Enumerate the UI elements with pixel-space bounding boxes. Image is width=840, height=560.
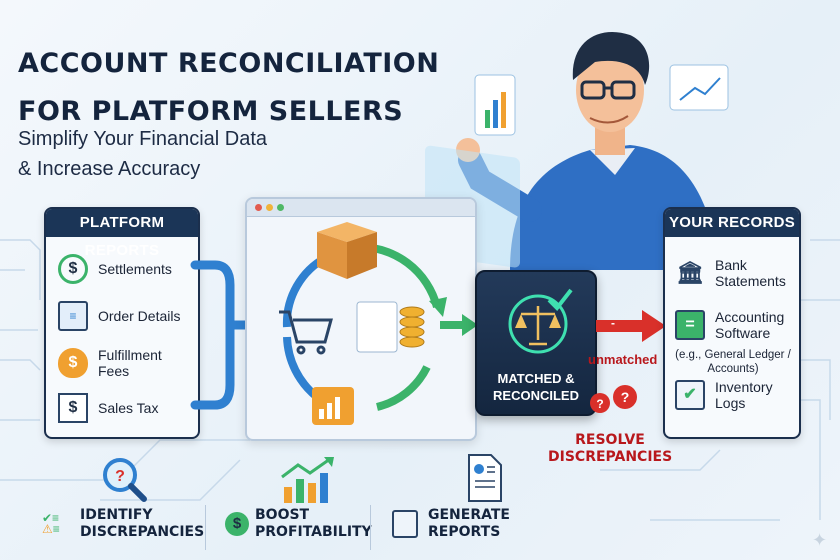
resolve-line-2: DISCREPANCIES: [548, 449, 673, 465]
dollar-coin-icon: $: [225, 512, 249, 536]
accounting-note: (e.g., General Ledger / Accounts): [675, 349, 791, 375]
list-item-accounting-software: = Accounting Software: [675, 309, 795, 341]
growth-chart-icon: [312, 387, 354, 425]
your-records-panel: YOUR RECORDS 🏛 Bank Statements = Account…: [663, 207, 801, 439]
red-arrow-icon: [596, 310, 666, 342]
arrow-mark: -: [611, 316, 615, 330]
list-item-order-details: ≡ Order Details: [58, 301, 180, 331]
subtitle: Simplify Your Financial Data & Increase …: [18, 124, 267, 184]
list-item-bank-statements: 🏛 Bank Statements: [675, 257, 795, 289]
shopping-cart-icon: [279, 310, 333, 355]
coins-stack-icon: [399, 306, 425, 348]
platform-reports-header: PLATFORM REPORTS: [46, 209, 198, 259]
your-records-header: YOUR RECORDS: [665, 209, 799, 237]
svg-text:?: ?: [115, 468, 125, 485]
resolve-line-1: RESOLVE: [575, 432, 645, 448]
item-label: Inventory Logs: [715, 379, 773, 411]
subtitle-line-1: Simplify Your Financial Data: [18, 128, 268, 150]
document-icon: ≡: [58, 301, 88, 331]
divider: [370, 505, 371, 550]
list-item-sales-tax: $ Sales Tax: [58, 393, 158, 423]
ledger-book-icon: =: [675, 310, 705, 340]
checklist-warning-icon: ✔≡⚠≡: [42, 511, 60, 536]
platform-reports-panel: PLATFORM REPORTS $ Settlements ≡ Order D…: [44, 207, 200, 439]
benefit-line: BOOST: [255, 507, 310, 523]
item-label: Sales Tax: [98, 400, 159, 416]
package-box-icon: [317, 222, 377, 279]
report-document-icon: [468, 454, 502, 502]
subtitle-line-2: & Increase Accuracy: [18, 158, 201, 180]
list-item-fulfillment-fees: $ Fulfillment Fees: [58, 347, 178, 379]
matched-reconciled-card: MATCHED & RECONCILED: [475, 270, 597, 416]
benefit-line: REPORTS: [428, 524, 501, 540]
growth-bar-chart-icon: [281, 457, 334, 503]
benefit-line: DISCREPANCIES: [80, 524, 205, 540]
item-label: Fulfillment Fees: [98, 347, 162, 379]
benefit-line: IDENTIFY: [80, 507, 153, 523]
item-label: Accounting Software: [715, 309, 785, 341]
receipt-icon: $: [58, 393, 88, 423]
benefit-line: GENERATE: [428, 507, 510, 523]
report-scroll-icon: [392, 510, 418, 538]
magnifier-question-icon: ?: [103, 458, 147, 502]
svg-text:?: ?: [596, 397, 603, 411]
sparkle-icon: ✦: [812, 530, 828, 550]
list-item-settlements: $ Settlements: [58, 254, 172, 284]
processing-window: [245, 197, 477, 441]
title-line-1: ACCOUNT RECONCILIATION: [18, 48, 440, 79]
page-title: ACCOUNT RECONCILIATION FOR PLATFORM SELL…: [18, 40, 439, 136]
title-line-2: FOR PLATFORM SELLERS: [18, 96, 404, 127]
resolve-discrepancies-label: RESOLVE DISCREPANCIES: [548, 432, 672, 466]
benefit-line: PROFITABILITY: [255, 524, 372, 540]
unmatched-label: unmatched: [588, 352, 658, 367]
matched-line-2: RECONCILED: [493, 388, 579, 403]
item-label: Order Details: [98, 308, 181, 324]
green-arrow-icon: [440, 314, 478, 336]
item-label: Bank Statements: [715, 257, 786, 289]
divider: [205, 505, 206, 550]
matched-line-1: MATCHED &: [497, 371, 575, 386]
svg-text:?: ?: [621, 389, 630, 405]
chart-document-icon: [356, 301, 398, 353]
item-label: Settlements: [98, 261, 172, 277]
dollar-coin-icon: $: [58, 254, 88, 284]
list-item-inventory-logs: ✔ Inventory Logs: [675, 379, 795, 411]
reconciliation-cycle: [279, 222, 447, 425]
balance-scale-check-icon: [508, 288, 573, 354]
bank-icon: 🏛: [676, 260, 704, 285]
money-bag-icon: $: [58, 348, 88, 378]
question-bubbles-icon: ? ?: [590, 385, 637, 413]
checklist-icon: ✔: [675, 380, 705, 410]
